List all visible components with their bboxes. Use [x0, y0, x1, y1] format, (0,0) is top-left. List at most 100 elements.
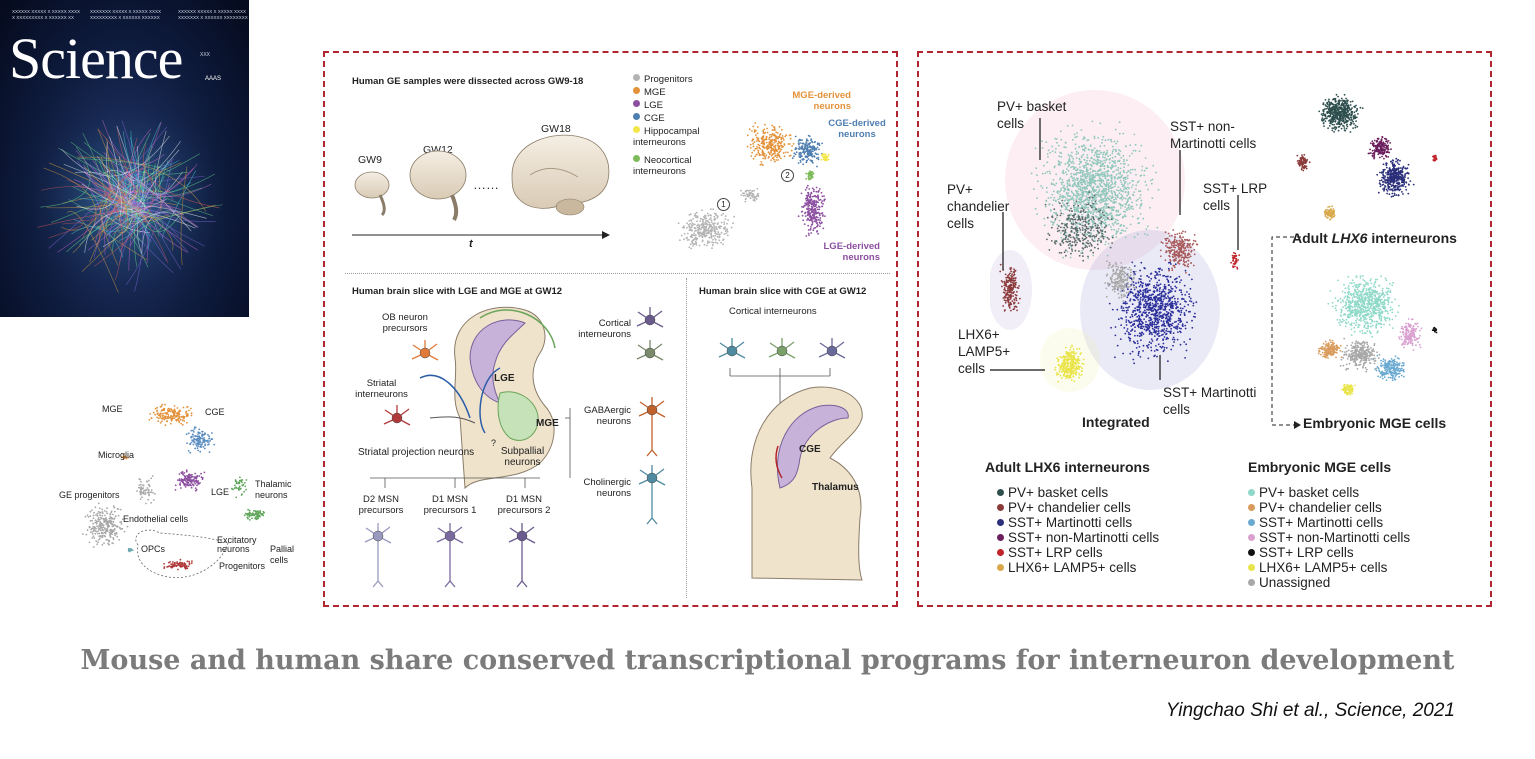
legend-item: PV+ basket cells [1248, 485, 1359, 500]
legend-swatch [997, 504, 1004, 511]
cover-strand [61, 185, 114, 231]
cover-tiny-line: XXXXXX XXXXX X XXXXX XXXX [178, 9, 247, 14]
label-d2-msn: D2 MSN precursors [358, 494, 404, 516]
adult-sst-martinotti [1376, 157, 1415, 198]
cover-strand [125, 164, 198, 196]
umap-marker-2: 2 [781, 169, 794, 182]
legend-swatch [633, 126, 640, 133]
slice1-mge-region [497, 391, 539, 441]
mouse-label-opcs: OPCs [141, 544, 166, 554]
cover-strand [76, 136, 119, 210]
slice2-title: Human brain slice with CGE at GW12 [699, 286, 867, 297]
panel-divider-vertical [686, 278, 687, 598]
embryonic-mge-umap [1317, 275, 1438, 396]
cover-strand [127, 158, 174, 197]
embryo-unassigned [1339, 337, 1381, 373]
cover-strand [41, 186, 169, 263]
age-gw18: GW18 [541, 123, 571, 135]
legend-swatch [997, 519, 1004, 526]
cover-strand [136, 175, 165, 202]
legend-label: Hippocampal interneurons [633, 126, 700, 148]
label-gabaergic: GABAergic neurons [584, 405, 631, 427]
cover-strand [40, 146, 91, 208]
label-d1-msn-1: D1 MSN precursors 1 [423, 494, 477, 516]
mouse-cluster-progenitors [163, 558, 193, 571]
cluster-label-pv-chandelier: PV+ chandelier cells [947, 182, 1010, 231]
arrow-cortical [479, 309, 556, 349]
integrated-lamp5 [1054, 344, 1085, 383]
cover-strand [127, 170, 146, 210]
cover-strand [97, 128, 129, 234]
legend-item: Progenitors [633, 74, 708, 85]
cluster-label-sst-lrp: SST+ LRP cells [1203, 181, 1267, 213]
legend-item: SST+ LRP cells [1248, 545, 1354, 560]
cover-strand [75, 185, 142, 207]
d1-msn-2-glyph [508, 523, 536, 588]
brain-gw12 [409, 150, 467, 221]
legend-item: MGE [633, 87, 708, 98]
integrated-pv-chandelier [999, 263, 1021, 312]
slice2-migration-arrow [775, 445, 783, 479]
adult-legend-title: Adult LHX6 interneurons [985, 459, 1150, 475]
cover-tiny-line: X XXXXXXXXX X XXXXXX XX [12, 15, 75, 20]
embryonic-map-title: Embryonic MGE cells [1303, 415, 1447, 431]
legend-label: LHX6+ LAMP5+ cells [1008, 560, 1137, 575]
legend-swatch [1248, 564, 1255, 571]
mouse-cluster-ge-progenitors [82, 502, 129, 548]
cover-strand [98, 167, 143, 246]
integrated-sst-non-martinotti [1159, 229, 1199, 274]
legend-swatch [997, 564, 1004, 571]
legend-item: Unassigned [1248, 575, 1330, 590]
legend-item: Hippocampal interneurons [633, 126, 708, 148]
legend-swatch [633, 74, 640, 81]
striatal-interneuron-glyph [383, 405, 411, 426]
cover-strand [110, 160, 180, 198]
mouse-label-pallial: Pallial cells [270, 544, 295, 565]
cover-strand [156, 222, 189, 270]
cover-tiny-line: XXXXXXX X XXXXXX XXXXXXXX [178, 15, 248, 20]
legend-label: SST+ non-Martinotti cells [1008, 530, 1160, 545]
label-question: ? [491, 438, 497, 448]
cge-interneuron-glyph-c [818, 338, 846, 359]
integrated-sst-lrp [1230, 251, 1241, 270]
integrated-pv-basket [1030, 120, 1160, 260]
cover-strand [97, 225, 147, 261]
cover-strand [105, 205, 175, 233]
cover-strand [126, 160, 173, 285]
slice1-ventricle [469, 319, 526, 404]
human-cluster-hippocampal [820, 153, 830, 162]
legend-swatch [1248, 534, 1255, 541]
cluster-label-lhx6-lamp5: LHX6+ LAMP5+ cells [958, 327, 1011, 376]
cover-strand [50, 153, 200, 224]
gabaergic-neuron-glyph [638, 397, 666, 457]
cover-strand [102, 170, 192, 232]
mouse-cluster-thalamic-2 [231, 476, 248, 499]
legend-label: SST+ LRP cells [1259, 545, 1354, 560]
legend-item: SST+ LRP cells [997, 545, 1103, 560]
brain-gw9 [354, 171, 390, 217]
cover-strand [71, 226, 124, 258]
legend-swatch [633, 113, 640, 120]
human-cluster-bridge [740, 188, 760, 203]
slice2-diagram [718, 338, 863, 581]
adult-map-title-post: interneurons [1367, 230, 1457, 246]
embryonic-legend-title: Embryonic MGE cells [1248, 459, 1392, 475]
d2-msn-glyph [364, 523, 392, 588]
journal-cover: XXXXXX XXXXX X XXXXX XXXX X XXXXXXXXX X X… [0, 0, 249, 317]
embryo-sst-non-martinotti [1398, 318, 1423, 351]
slice1-diagram [364, 306, 666, 588]
ob-neuron-glyph [411, 340, 439, 361]
legend-label: Progenitors [644, 74, 693, 85]
cortical-interneuron-glyph-b [636, 340, 664, 361]
slice2-ventricle [776, 404, 849, 489]
cover-strand [130, 210, 184, 229]
cover-strand [124, 191, 161, 217]
mouse-cluster-bridge [136, 475, 156, 505]
cover-strand [134, 145, 153, 267]
legend-item: LHX6+ LAMP5+ cells [1248, 560, 1387, 575]
cover-strand [83, 121, 162, 190]
integrated-label: Integrated [1082, 414, 1150, 430]
human-cluster-cge [791, 134, 823, 168]
cover-strand [134, 193, 181, 217]
legend-swatch [1248, 489, 1255, 496]
